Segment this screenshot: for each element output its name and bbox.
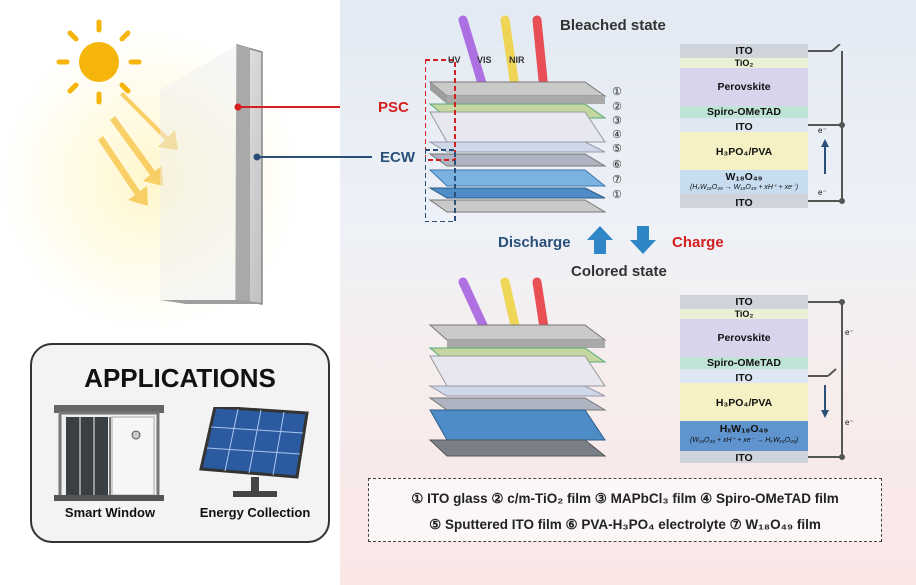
pointer-line-extension [340, 156, 372, 158]
bottom-ito-top: ITO [735, 296, 753, 308]
sun-ray-arrows [98, 92, 178, 206]
w18o49-layer [428, 187, 606, 199]
window-pane [160, 44, 263, 305]
ecw-label: ECW [380, 149, 415, 166]
layer-number-5: ⑤ [612, 142, 622, 155]
top-reaction: (HₓW₁₈O₄₉ → W₁₈O₄₉ + xH⁺ + xe⁻) [689, 184, 799, 191]
bottom-reaction: (W₁₈O₄₉ + xH⁺ + xe⁻ → HₓW₁₈O₄₉) [689, 437, 799, 444]
bottom-perovskite: Perovskite [717, 332, 771, 344]
solar-panel-icon [199, 407, 309, 497]
ito-glass-layer [428, 81, 607, 97]
legend-row-2: ⑤ Sputtered ITO film ⑥ PVA-H₃PO₄ electro… [429, 517, 821, 532]
state-switch-arrows [587, 226, 656, 254]
electrolyte-layer [428, 169, 607, 187]
layer-number-6: ⑥ [612, 158, 622, 171]
vis-label: VIS [477, 55, 492, 65]
bleached-device-stack [425, 15, 607, 222]
legend-row-1: ① ITO glass ② c/m-TiO₂ film ③ MAPbCl₃ fi… [411, 491, 839, 506]
top-spiro: Spiro-OMeTAD [707, 106, 781, 118]
top-tio2: TiO₂ [734, 58, 754, 68]
top-w18o49: W₁₈O₄₉ [725, 171, 763, 183]
layer-legend: ① ITO glass ② c/m-TiO₂ film ③ MAPbCl₃ fi… [368, 478, 882, 542]
psc-dashed-outline [425, 59, 456, 161]
energy-collection-label: Energy Collection [199, 505, 311, 520]
applications-title: APPLICATIONS [84, 363, 276, 393]
colored-device-stack [428, 277, 607, 457]
top-electron-label: e⁻ [818, 126, 827, 135]
smart-window-icon [54, 405, 164, 501]
discharge-label: Discharge [498, 234, 571, 251]
layer-number-7: ⑦ [612, 173, 622, 186]
bottom-ito-mid: ITO [735, 372, 753, 384]
smart-window-label: Smart Window [64, 505, 156, 520]
bottom-ito-bottom: ITO [735, 452, 753, 464]
top-h3po4-pva: H₃PO₄/PVA [715, 146, 773, 158]
bottom-spiro: Spiro-OMeTAD [707, 357, 781, 369]
bottom-hxw18o49: HₓW₁₈O₄₉ [719, 423, 769, 435]
colored-mechanism-diagram [680, 295, 845, 463]
ito-film-layer [428, 153, 607, 167]
uv-label: UV [448, 55, 461, 65]
layer-number-3: ③ [612, 114, 622, 127]
applications-panel: APPLICATIONS Smart Window Energy Collect… [30, 343, 330, 543]
layer-number-4: ④ [612, 128, 622, 141]
nir-label: NIR [509, 55, 525, 65]
spiro-layer [428, 141, 606, 153]
charge-down-arrow [630, 226, 656, 254]
psc-label: PSC [378, 99, 409, 116]
bleached-state-title: Bleached state [560, 17, 666, 34]
bottom-electron-label-2: e⁻ [845, 418, 854, 427]
layer-number-1: ① [612, 85, 622, 98]
sun-icon [56, 19, 142, 105]
perovskite-layer [429, 111, 606, 143]
bottom-tio2: TiO₂ [734, 309, 754, 319]
window-illustration [0, 19, 340, 330]
bottom-electron-label: e⁻ [845, 328, 854, 337]
discharge-up-arrow [587, 226, 613, 254]
top-electron-label-bottom: e⁻ [818, 188, 827, 197]
layer-number-2: ② [612, 100, 622, 113]
colored-state-title: Colored state [571, 263, 667, 280]
top-ito-bottom: ITO [735, 197, 753, 209]
bleached-mechanism-diagram [680, 44, 845, 208]
layer-number-1b: ① [612, 188, 622, 201]
top-ito-mid: ITO [735, 121, 753, 133]
top-ito-top: ITO [735, 45, 753, 57]
ito-glass-bottom-layer [428, 199, 607, 213]
bottom-h3po4-pva: H₃PO₄/PVA [715, 397, 773, 409]
charge-label: Charge [672, 234, 724, 251]
top-perovskite: Perovskite [717, 81, 771, 93]
ecw-dashed-outline [425, 149, 456, 222]
